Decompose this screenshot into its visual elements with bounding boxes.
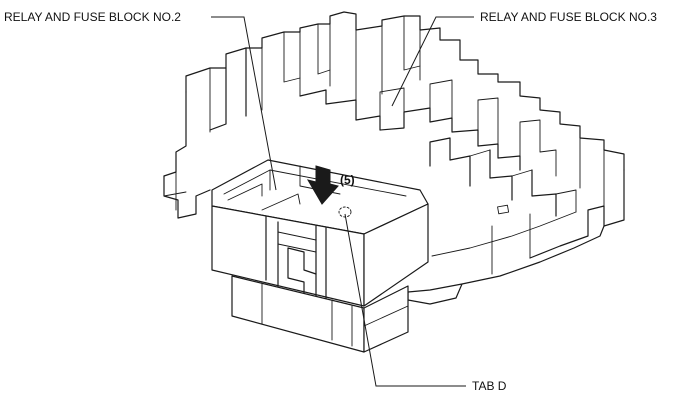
leader-line-block2 — [211, 16, 277, 191]
insert-direction-arrow-icon — [306, 165, 339, 205]
relay-and-fuse-block-no3 — [163, 11, 625, 305]
label-relay-and-fuse-block-no2: RELAY AND FUSE BLOCK NO.2 — [4, 10, 181, 24]
label-tab-d: TAB D — [472, 379, 507, 393]
label-relay-and-fuse-block-no3: RELAY AND FUSE BLOCK NO.3 — [480, 10, 657, 24]
leader-line-block3 — [391, 16, 474, 107]
leader-line-tab-d — [344, 213, 466, 387]
label-step-5: (5) — [340, 173, 355, 187]
